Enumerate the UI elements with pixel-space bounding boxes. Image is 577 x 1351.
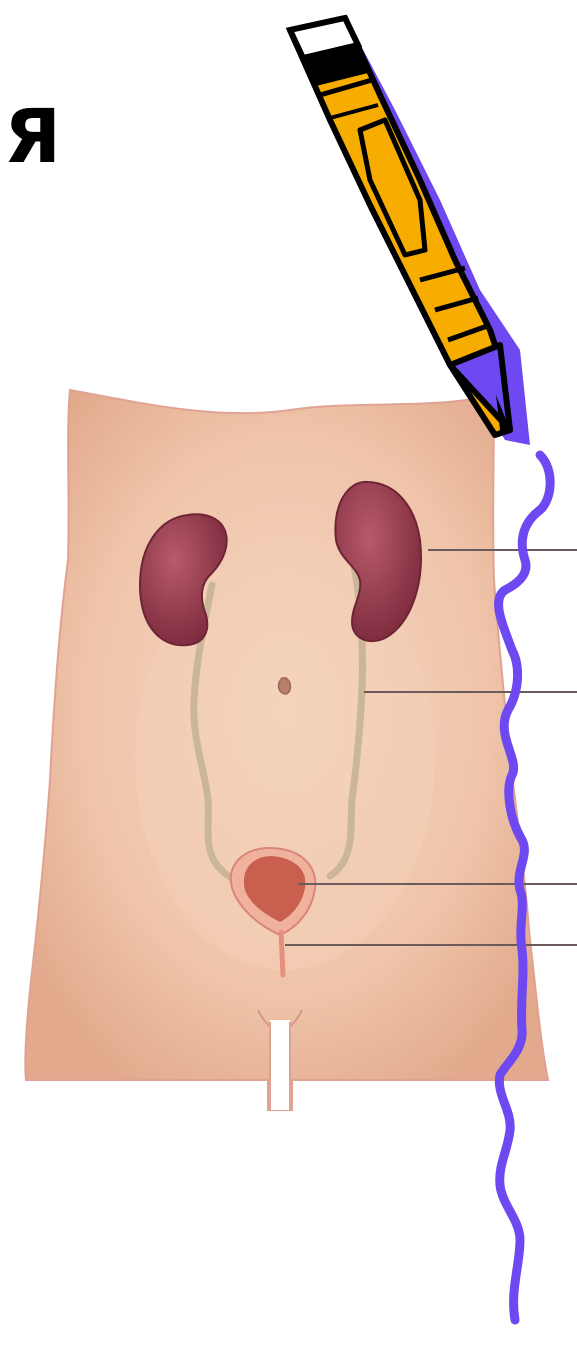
pencil-clipart-icon	[290, 18, 530, 445]
urethra	[281, 932, 283, 975]
leg-gap-white	[270, 1020, 290, 1110]
navel	[279, 678, 291, 694]
